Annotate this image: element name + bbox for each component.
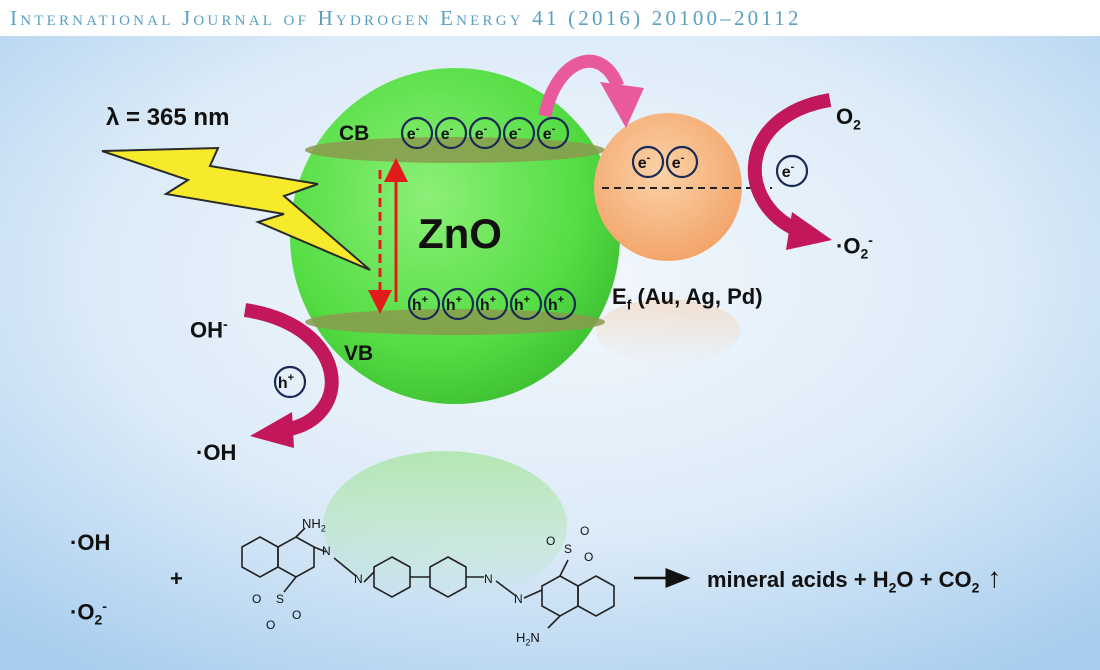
molecule-n-4: N (514, 592, 523, 606)
journal-citation: International Journal of Hydrogen Energy… (10, 6, 802, 30)
charge-carriers: e-e-e-e-e-h+h+h+h+h+e-e-e-h+ (273, 116, 809, 399)
molecule-n-1: N (322, 544, 331, 558)
products-label: mineral acids + H2O + CO2↑ (707, 562, 1002, 596)
light-bolt-icon (101, 146, 371, 271)
molecule-o-right-3: O (584, 550, 594, 564)
molecule-o-left-2: O (292, 608, 302, 622)
molecule-o-left-1: O (252, 592, 262, 606)
diagram-canvas: e-e-e-e-e-h+h+h+h+h+e-e-e-h+ (0, 36, 1100, 670)
molecule-bond-so3-right (559, 559, 569, 577)
molecule-o-right-2: O (580, 524, 590, 538)
reduction-electron: e- (775, 154, 809, 188)
hydroxide-label: OH- (190, 316, 228, 343)
molecule-bond-nh2-bottom (547, 615, 561, 629)
electron-transfer-arrow (538, 54, 625, 118)
molecule-ring-6 (577, 575, 615, 617)
valence-band-label: VB (344, 342, 374, 365)
metal-reflection (596, 299, 740, 363)
molecule-n-3: N (484, 572, 493, 586)
zno-label: ZnO (418, 210, 502, 257)
molecule-bond-so3-left (283, 576, 297, 593)
diagram-panel: e-e-e-e-e-h+h+h+h+h+e-e-e-h+ λ = 365 nm … (0, 36, 1100, 670)
journal-header: International Journal of Hydrogen Energy… (0, 0, 1100, 36)
molecule-s-right: S (564, 542, 573, 556)
molecule-ring-4 (429, 556, 467, 598)
dye-molecule (241, 527, 615, 629)
molecule-o-left-3: O (266, 618, 276, 632)
valence-band (305, 309, 605, 335)
molecule-bond-nh2-top (295, 527, 306, 538)
hydroxyl-radical-label: ·OH (196, 440, 237, 465)
molecule-o-right-1: O (546, 534, 556, 548)
oxidation-arrow (243, 303, 339, 437)
radical-superoxide: ·O2- (70, 598, 107, 628)
reduction-arrowhead (786, 212, 832, 250)
wavelength-label: λ = 365 nm (106, 104, 230, 131)
molecule-bond-azo6 (523, 589, 543, 599)
fermi-level-label: Ef (Au, Ag, Pd) (612, 284, 763, 313)
plus-sign: + (170, 566, 183, 591)
molecule-bond-azo2 (333, 557, 357, 577)
superoxide-label: ·O2- (836, 232, 873, 262)
electron-transfer-arrowhead (600, 82, 644, 128)
zno-reflection (323, 451, 567, 601)
reduction-arrow (747, 93, 832, 239)
molecule-ring-3 (373, 556, 411, 598)
cb-electron: e- (400, 116, 434, 150)
molecule-bond-azo3 (363, 571, 375, 583)
molecule-nh2-bottom: H2N (516, 630, 540, 648)
molecule-s-left: S (276, 592, 285, 606)
molecule-bond-azo5 (495, 580, 517, 597)
conduction-band-label: CB (339, 122, 370, 145)
oxygen-label: O2 (836, 104, 861, 133)
radical-hydroxyl: ·OH (70, 530, 111, 555)
molecule-n-2: N (354, 572, 363, 586)
molecule-nh2-top: NH2 (302, 516, 326, 534)
molecule-bond-azo1 (313, 546, 327, 553)
oxidation-arrowhead (250, 412, 294, 448)
